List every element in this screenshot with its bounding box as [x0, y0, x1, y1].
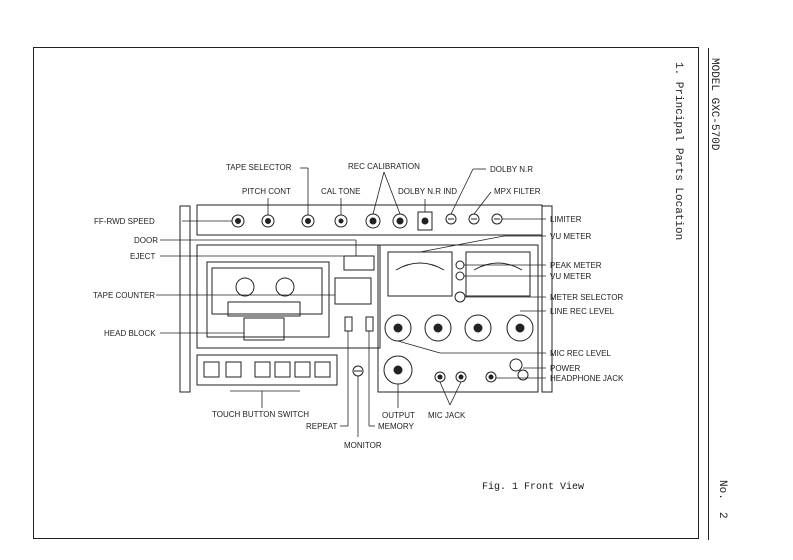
vu-meter-right-scale	[473, 262, 523, 271]
label-vu-meter: VU METER	[550, 272, 592, 281]
label-power: POWER	[550, 364, 580, 373]
label-tape-counter: TAPE COUNTER	[93, 291, 155, 300]
label-repeat: REPEAT	[306, 422, 338, 431]
limiter-knob[interactable]	[491, 213, 503, 225]
line-rec-level-knob-4[interactable]	[506, 314, 534, 342]
label-ff-rwd-speed: FF-RWD SPEED	[94, 217, 155, 226]
label-peak-meter: PEAK METER	[550, 261, 602, 270]
ff-rwd-speed-knob[interactable]	[231, 214, 245, 228]
meter-selector-button[interactable]	[454, 291, 466, 303]
vu-meter-left-scale	[395, 262, 445, 271]
page-number: 2	[716, 512, 728, 519]
pitch-cont-knob[interactable]	[261, 214, 275, 228]
tape-counter-shape	[334, 277, 372, 305]
reel-left	[235, 277, 255, 297]
vu-meter-left	[387, 251, 453, 297]
mic-jack-left[interactable]	[434, 371, 446, 383]
leader-lines	[156, 167, 546, 437]
line-rec-level-knob-1[interactable]	[384, 314, 412, 342]
mpx-filter-knob[interactable]	[468, 213, 480, 225]
line-rec-level-knob-3[interactable]	[464, 314, 492, 342]
label-touch-button-switch: TOUCH BUTTON SWITCH	[212, 410, 309, 419]
label-headphone-jack: HEADPHONE JACK	[550, 374, 624, 383]
label-door: DOOR	[134, 236, 158, 245]
vu-meter-right	[465, 251, 531, 297]
model-title: MODEL GXC-570D	[708, 58, 720, 151]
section-title: 1. Principal Parts Location	[672, 62, 684, 241]
memory-switch-shape[interactable]	[365, 316, 374, 332]
touch-button-strip	[196, 354, 338, 386]
figure-caption: Fig. 1 Front View	[482, 482, 585, 493]
label-vu-meter-top: VU METER	[550, 232, 592, 241]
monitor-switch[interactable]	[352, 365, 364, 377]
label-memory: MEMORY	[378, 422, 415, 431]
label-mic-jack: MIC JACK	[428, 411, 466, 420]
page-number-label: No.	[716, 480, 728, 500]
vu-meter-lamp	[455, 271, 465, 281]
label-cal-tone: CAL TONE	[321, 187, 360, 196]
headphone-jack[interactable]	[485, 371, 497, 383]
label-dolby-nr: DOLBY N.R	[490, 165, 533, 174]
tape-path	[227, 301, 301, 317]
dolby-nr-knob[interactable]	[445, 213, 457, 225]
dolby-nr-ind-lamp	[417, 211, 433, 231]
label-head-block: HEAD BLOCK	[104, 329, 156, 338]
drawing-frame	[33, 47, 699, 539]
rec-calibration-knob-left[interactable]	[365, 213, 381, 229]
touch-stop-button[interactable]	[274, 361, 291, 378]
label-line-rec-level: LINE REC LEVEL	[550, 307, 615, 316]
callouts: TAPE SELECTOR REC CALIBRATION DOLBY N.R …	[93, 162, 624, 450]
repeat-switch-shape[interactable]	[344, 316, 353, 332]
output-knob[interactable]	[383, 355, 413, 385]
label-mic-rec-level: MIC REC LEVEL	[550, 349, 611, 358]
label-eject: EJECT	[130, 252, 155, 261]
touch-record-button[interactable]	[225, 361, 242, 378]
label-meter-selector: METER SELECTOR	[550, 293, 623, 302]
left-rack-ear	[179, 205, 191, 393]
rec-calibration-knob-right[interactable]	[392, 213, 408, 229]
touch-ff-button[interactable]	[314, 361, 331, 378]
transport-panel	[196, 244, 381, 349]
power-switch[interactable]	[509, 358, 529, 381]
label-dolby-nr-ind: DOLBY N.R IND	[398, 187, 457, 196]
label-limiter: LIMITER	[550, 215, 582, 224]
label-rec-calibration: REC CALIBRATION	[348, 162, 420, 171]
cal-tone-switch[interactable]	[334, 214, 348, 228]
cassette-door[interactable]	[206, 261, 330, 338]
cassette-window	[211, 267, 323, 315]
tape-selector-knob[interactable]	[301, 214, 315, 228]
margin-rule	[708, 48, 709, 540]
top-rail	[196, 204, 543, 236]
label-pitch-cont: PITCH CONT	[242, 187, 291, 196]
touch-play-button[interactable]	[294, 361, 311, 378]
label-monitor: MONITOR	[344, 441, 382, 450]
right-rack-ear	[541, 205, 553, 393]
mic-jack-right[interactable]	[455, 371, 467, 383]
label-output: OUTPUT	[382, 411, 415, 420]
eject-button-shape[interactable]	[343, 255, 375, 271]
peak-meter-lamp	[455, 260, 465, 270]
label-mpx-filter: MPX FILTER	[494, 187, 541, 196]
head-block-shape	[243, 317, 285, 341]
touch-rewind-button[interactable]	[254, 361, 271, 378]
line-rec-level-knob-2[interactable]	[424, 314, 452, 342]
touch-pause-button[interactable]	[203, 361, 220, 378]
label-tape-selector: TAPE SELECTOR	[226, 163, 292, 172]
reel-right	[275, 277, 295, 297]
